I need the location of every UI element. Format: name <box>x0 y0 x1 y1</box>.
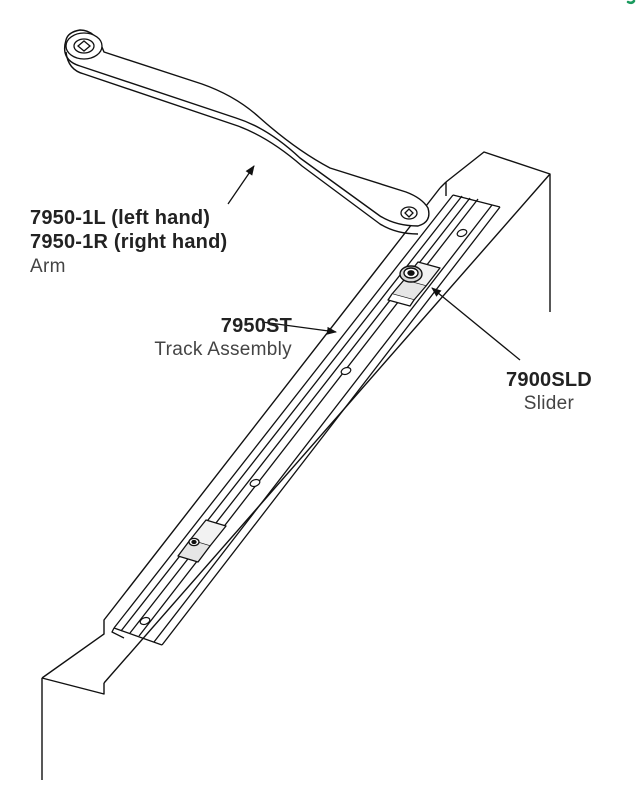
door-frame <box>41 151 551 780</box>
arm-description: Arm <box>30 255 66 277</box>
track-leader-arrow <box>261 321 337 335</box>
track-description: Track Assembly <box>154 339 292 361</box>
arm-callout: 7950-1L (left hand) 7950-1R (right hand)… <box>30 206 227 278</box>
track-part-number: 7950ST <box>220 315 292 337</box>
arm-slider-end <box>400 206 418 220</box>
arm <box>63 29 430 235</box>
arm-left-hand-part-number: 7950-1L (left hand) <box>30 207 211 229</box>
arm-leader-arrow <box>227 165 255 205</box>
slider-description: Slider <box>523 393 575 415</box>
heading-accent-mark <box>626 0 636 5</box>
lower-stop-block <box>177 519 227 563</box>
slider-leader-arrow <box>431 287 521 361</box>
slider-callout: 7900SLD Slider <box>486 368 612 416</box>
track-callout: 7950ST Track Assembly <box>96 314 292 362</box>
track-mounting-holes <box>139 228 468 626</box>
slider-part-number: 7900SLD <box>506 369 592 391</box>
slider-pivot <box>399 265 423 283</box>
arm-pivot-end <box>65 32 103 60</box>
arm-right-hand-part-number: 7950-1R (right hand) <box>30 231 228 254</box>
